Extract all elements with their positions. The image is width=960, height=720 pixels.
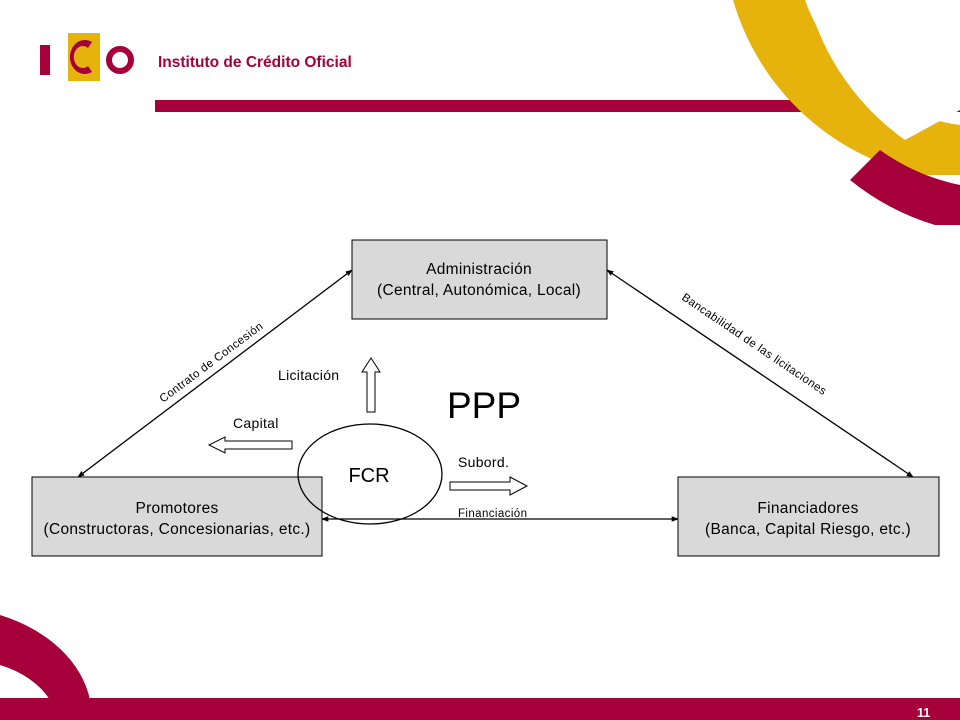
- bancabilidad-connector: [606, 269, 914, 478]
- financiadores-subtitle: (Banca, Capital Riesgo, etc.): [705, 521, 911, 538]
- promotores-title: Promotores: [135, 500, 218, 517]
- header-decoration: [155, 0, 960, 225]
- promotores-box: Promotores (Constructoras, Concesionaria…: [31, 476, 323, 557]
- org-name: Instituto de Crédito Oficial: [158, 54, 352, 71]
- ppp-title: PPP: [447, 385, 521, 426]
- administracion-subtitle: (Central, Autonómica, Local): [377, 282, 581, 299]
- bancabilidad-label: Bancabilidad de las licitaciones: [679, 292, 828, 398]
- financiacion-label: Financiación: [458, 508, 527, 520]
- subord-label: Subord.: [458, 454, 509, 470]
- capital-label: Capital: [233, 415, 279, 431]
- promotores-subtitle: (Constructoras, Concesionarias, etc.): [44, 521, 311, 538]
- licitacion-label: Licitación: [278, 367, 339, 383]
- contrato-connector: [77, 269, 353, 478]
- licitacion-arrow: [361, 357, 381, 413]
- ico-logo: [40, 33, 134, 81]
- fcr-label: FCR: [348, 465, 389, 487]
- contrato-label: Contrato de Concesión: [158, 320, 266, 405]
- capital-arrow: [207, 436, 293, 454]
- financiadores-box: Financiadores (Banca, Capital Riesgo, et…: [677, 476, 940, 557]
- footer-decoration: [0, 615, 960, 720]
- subord-arrow: [449, 476, 529, 496]
- administracion-box: Administración (Central, Autonómica, Loc…: [351, 239, 608, 320]
- fcr-ellipse: [297, 423, 443, 525]
- administracion-title: Administración: [426, 261, 532, 278]
- page-number: 11: [917, 706, 930, 720]
- financiadores-title: Financiadores: [757, 500, 858, 517]
